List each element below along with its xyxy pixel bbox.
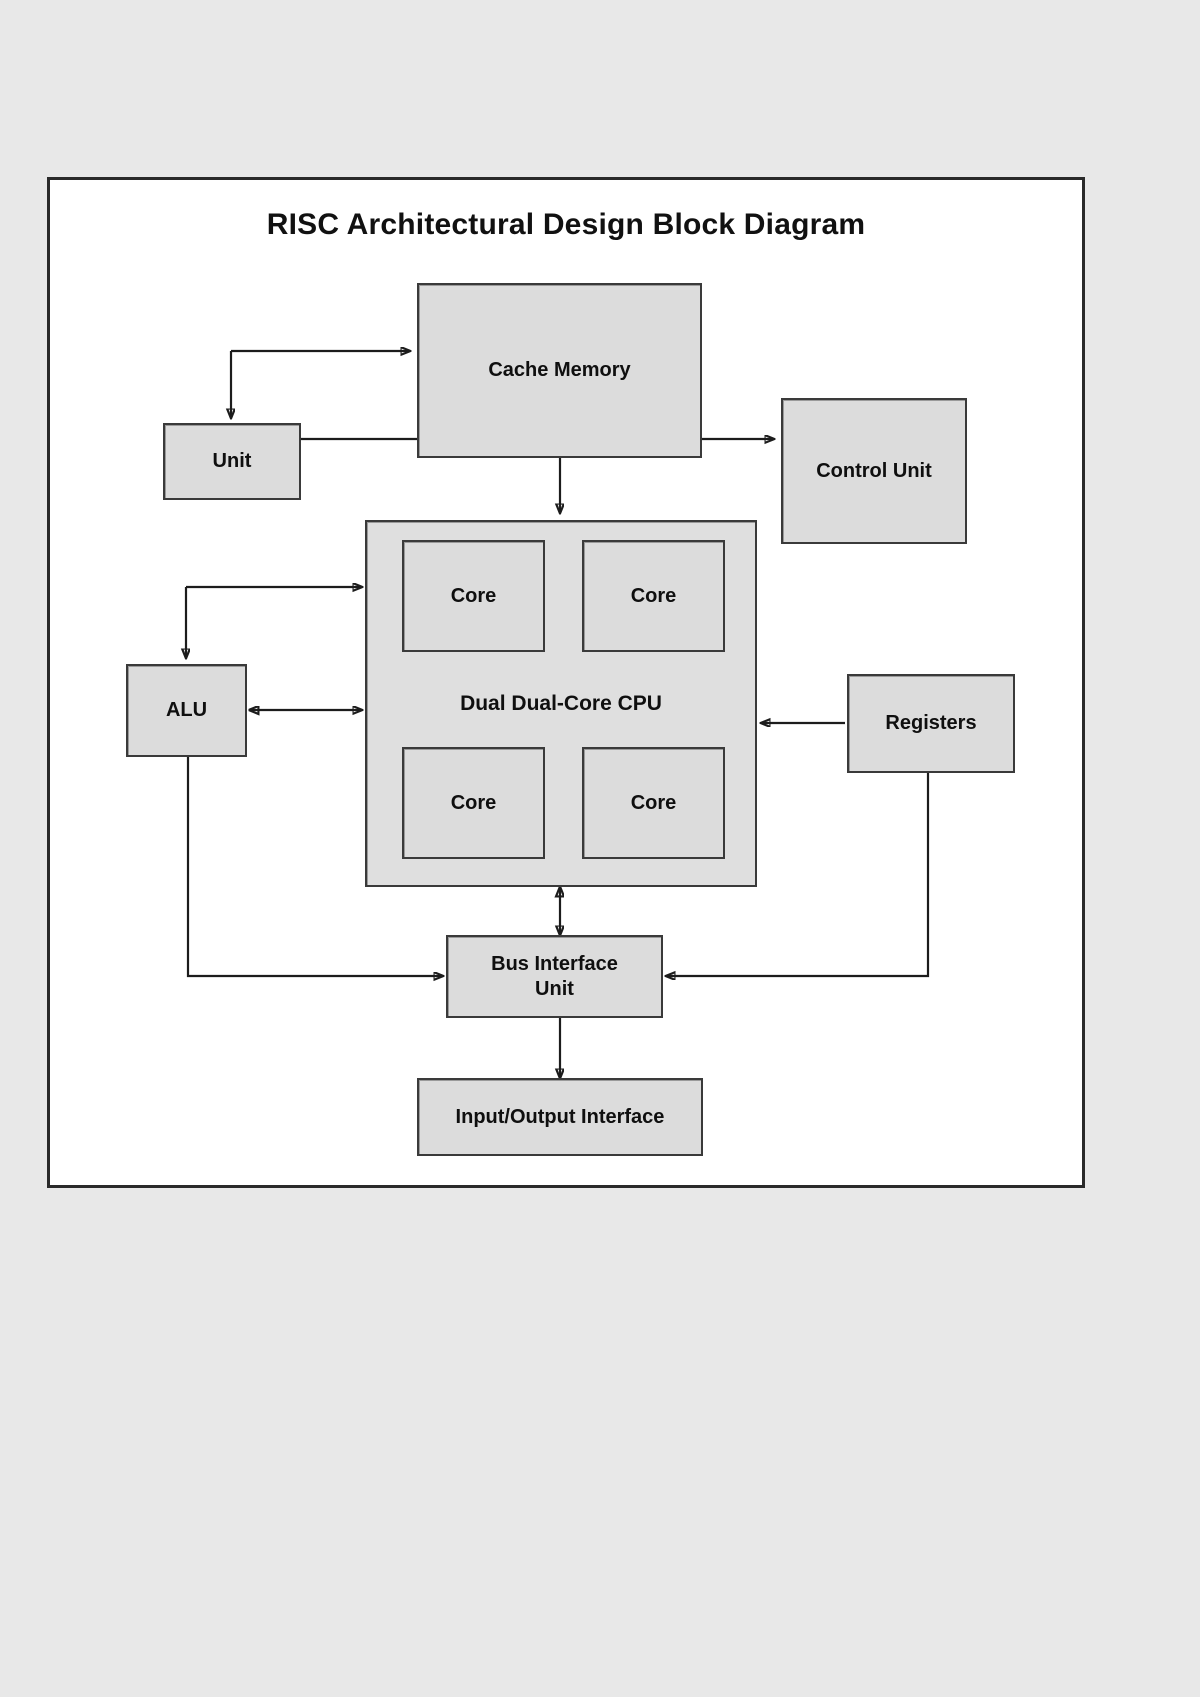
node-core-bottom-left[interactable]: Core (402, 747, 545, 859)
node-unit[interactable]: Unit (163, 423, 301, 500)
node-dual-dual-core-cpu[interactable]: Dual Dual-Core CPU Core Core Core Core (365, 520, 757, 887)
node-registers[interactable]: Registers (847, 674, 1015, 773)
node-registers-label: Registers (885, 712, 977, 734)
node-io-interface[interactable]: Input/Output Interface (417, 1078, 703, 1156)
node-io-interface-label: Input/Output Interface (455, 1105, 665, 1128)
node-core-top-right[interactable]: Core (582, 540, 725, 652)
node-alu[interactable]: ALU (126, 664, 247, 757)
node-control-unit-label: Control Unit (816, 459, 932, 482)
node-bus-interface-unit-label-line1: Bus Interface (491, 952, 618, 975)
node-bus-interface-unit-label-line2: Unit (535, 977, 574, 1000)
node-core-bottom-right-label: Core (630, 791, 677, 814)
node-core-top-left-label: Core (450, 584, 497, 607)
diagram-frame: RISC Architectural Design Block Diagram (47, 177, 1085, 1188)
page-title: RISC Architectural Design Block Diagram (266, 208, 866, 241)
node-core-bottom-right[interactable]: Core (582, 747, 725, 859)
node-alu-label: ALU (165, 699, 208, 721)
node-cpu-label: Dual Dual-Core CPU (460, 691, 662, 715)
node-cache-memory-label: Cache Memory (488, 359, 631, 381)
node-core-top-left[interactable]: Core (402, 540, 545, 652)
node-unit-label: Unit (212, 450, 252, 472)
node-cache-memory[interactable]: Cache Memory (417, 283, 702, 458)
node-bus-interface-unit[interactable]: Bus Interface Unit (446, 935, 663, 1018)
node-control-unit[interactable]: Control Unit (781, 398, 967, 544)
node-core-bottom-left-label: Core (450, 791, 497, 814)
node-core-top-right-label: Core (630, 584, 677, 607)
